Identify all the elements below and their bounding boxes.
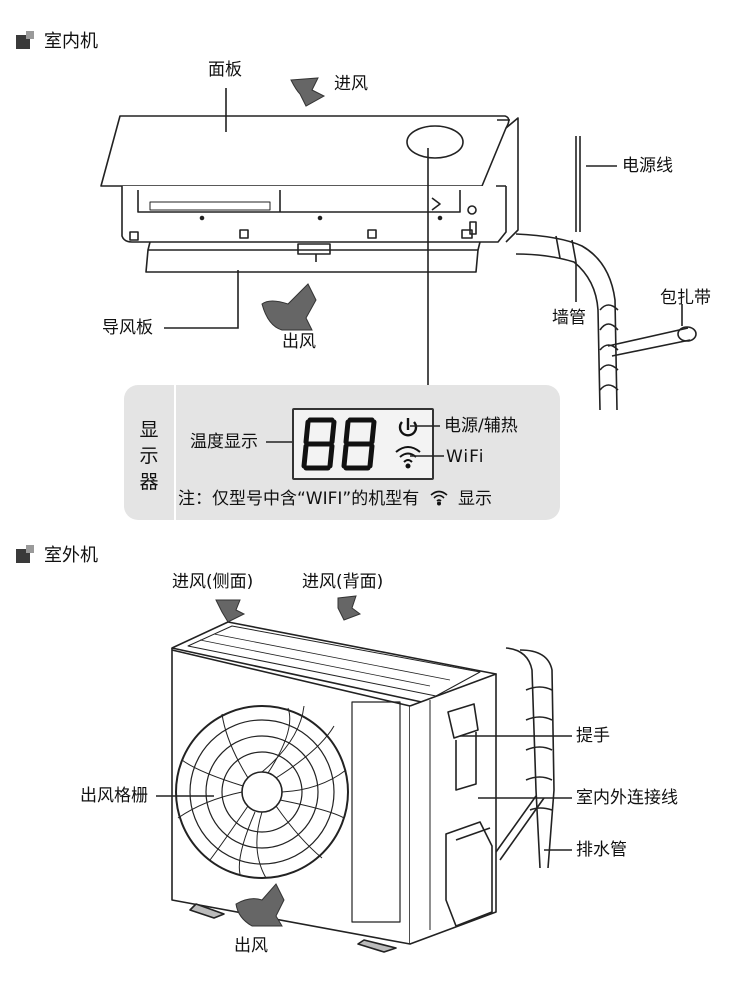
label-handle: 提手 [576,726,610,746]
section-marker-icon [16,31,34,49]
label-panel: 面板 [208,60,242,80]
label-air-out-outdoor: 出风 [234,936,268,956]
label-air-in: 进风 [334,74,368,94]
display-side: 显示器 [124,385,176,520]
louver-shape [145,249,479,273]
air-arrow-icon [235,883,285,927]
label-temp-display: 温度显示 [190,432,258,452]
seven-segment-display [301,417,421,471]
label-wifi: WiFi [446,447,485,467]
label-power-cord: 电源线 [622,156,673,176]
label-connection: 室内外连接线 [576,788,678,808]
label-power-aux-heat: 电源/辅热 [444,416,518,436]
display-note-text: 注：仅型号中含“WIFI”的机型有 [178,489,420,509]
label-drain: 排水管 [576,840,627,860]
section-title-indoor: 室内机 [44,31,98,52]
section-header-indoor: 室内机 [16,27,98,53]
label-wrap-tape: 包扎带 [660,288,711,308]
wifi-icon [430,490,448,506]
label-air-out: 出风 [282,332,316,352]
label-wall-pipe: 墙管 [552,308,586,328]
wifi-icon [395,446,421,469]
air-arrow-icon [337,595,362,621]
air-arrow-icon [290,77,326,107]
label-air-in-side: 进风(侧面) [172,572,254,592]
section-marker-icon [16,545,34,563]
section-header-outdoor: 室外机 [16,541,98,567]
air-arrow-icon [215,599,246,623]
air-arrow-icon [261,283,317,331]
display-side-title: 显示器 [139,419,159,493]
label-air-in-back: 进风(背面) [302,572,384,592]
label-grille: 出风格栅 [80,786,148,806]
section-title-outdoor: 室外机 [44,545,98,566]
fan-grille [175,705,349,879]
indoor-front-panel [100,115,510,187]
display-note: 注：仅型号中含“WIFI”的机型有 显示 [178,488,492,509]
display-window [292,408,434,480]
display-note-tail: 显示 [458,489,493,509]
label-louver: 导风板 [102,318,153,338]
